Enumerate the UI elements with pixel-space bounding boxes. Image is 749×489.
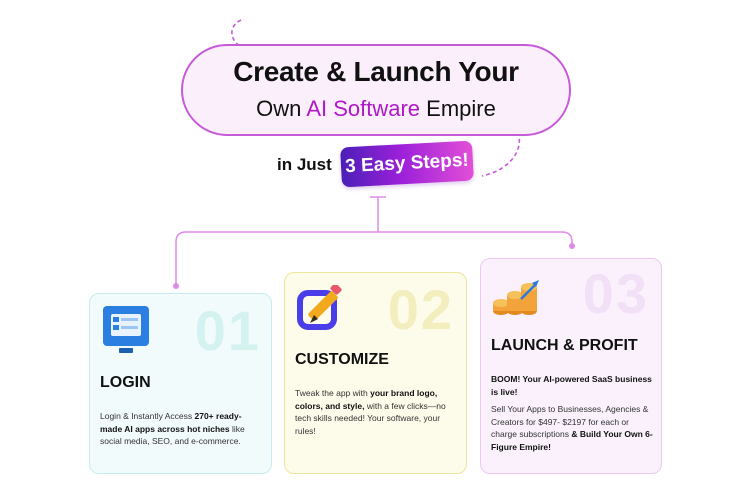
subheadline: in Just	[277, 155, 332, 174]
step-description-extra: Sell Your Apps to Businesses, Agencies &…	[491, 404, 653, 452]
headline-pill: Create & Launch Your Own AI Software Emp…	[181, 44, 571, 136]
step-description: BOOM! Your AI-powered SaaS business is l…	[491, 374, 652, 397]
dashed-curve-right	[481, 131, 521, 177]
step-number: 01	[194, 299, 261, 362]
step-title: LAUNCH & PROFIT	[491, 337, 638, 354]
step-card-login: 01 LOGIN Login & Instantly Access 270+ r…	[89, 293, 272, 474]
headline-line-1: Create & Launch Your	[233, 56, 519, 87]
coins-growth-icon	[493, 280, 539, 315]
headline-accent: AI Software	[306, 96, 421, 121]
step-title: LOGIN	[100, 374, 151, 391]
step-title: CUSTOMIZE	[295, 351, 389, 368]
login-screen-icon	[103, 306, 149, 353]
step-card-customize: 02 CUSTOMIZE Tweak the app with your bra…	[284, 272, 467, 474]
edit-pencil-icon	[297, 285, 342, 330]
step-description: Login & Instantly Access 270+ ready-made…	[100, 411, 245, 446]
step-number: 03	[582, 262, 649, 325]
step-number: 02	[387, 278, 454, 341]
step-description: Tweak the app with your brand logo, colo…	[295, 388, 446, 436]
headline-line-2: Own AI Software Empire	[256, 96, 496, 121]
step-card-launch-profit: 03 LAUNCH & PROFIT BOOM! Your AI-powered…	[480, 258, 662, 474]
